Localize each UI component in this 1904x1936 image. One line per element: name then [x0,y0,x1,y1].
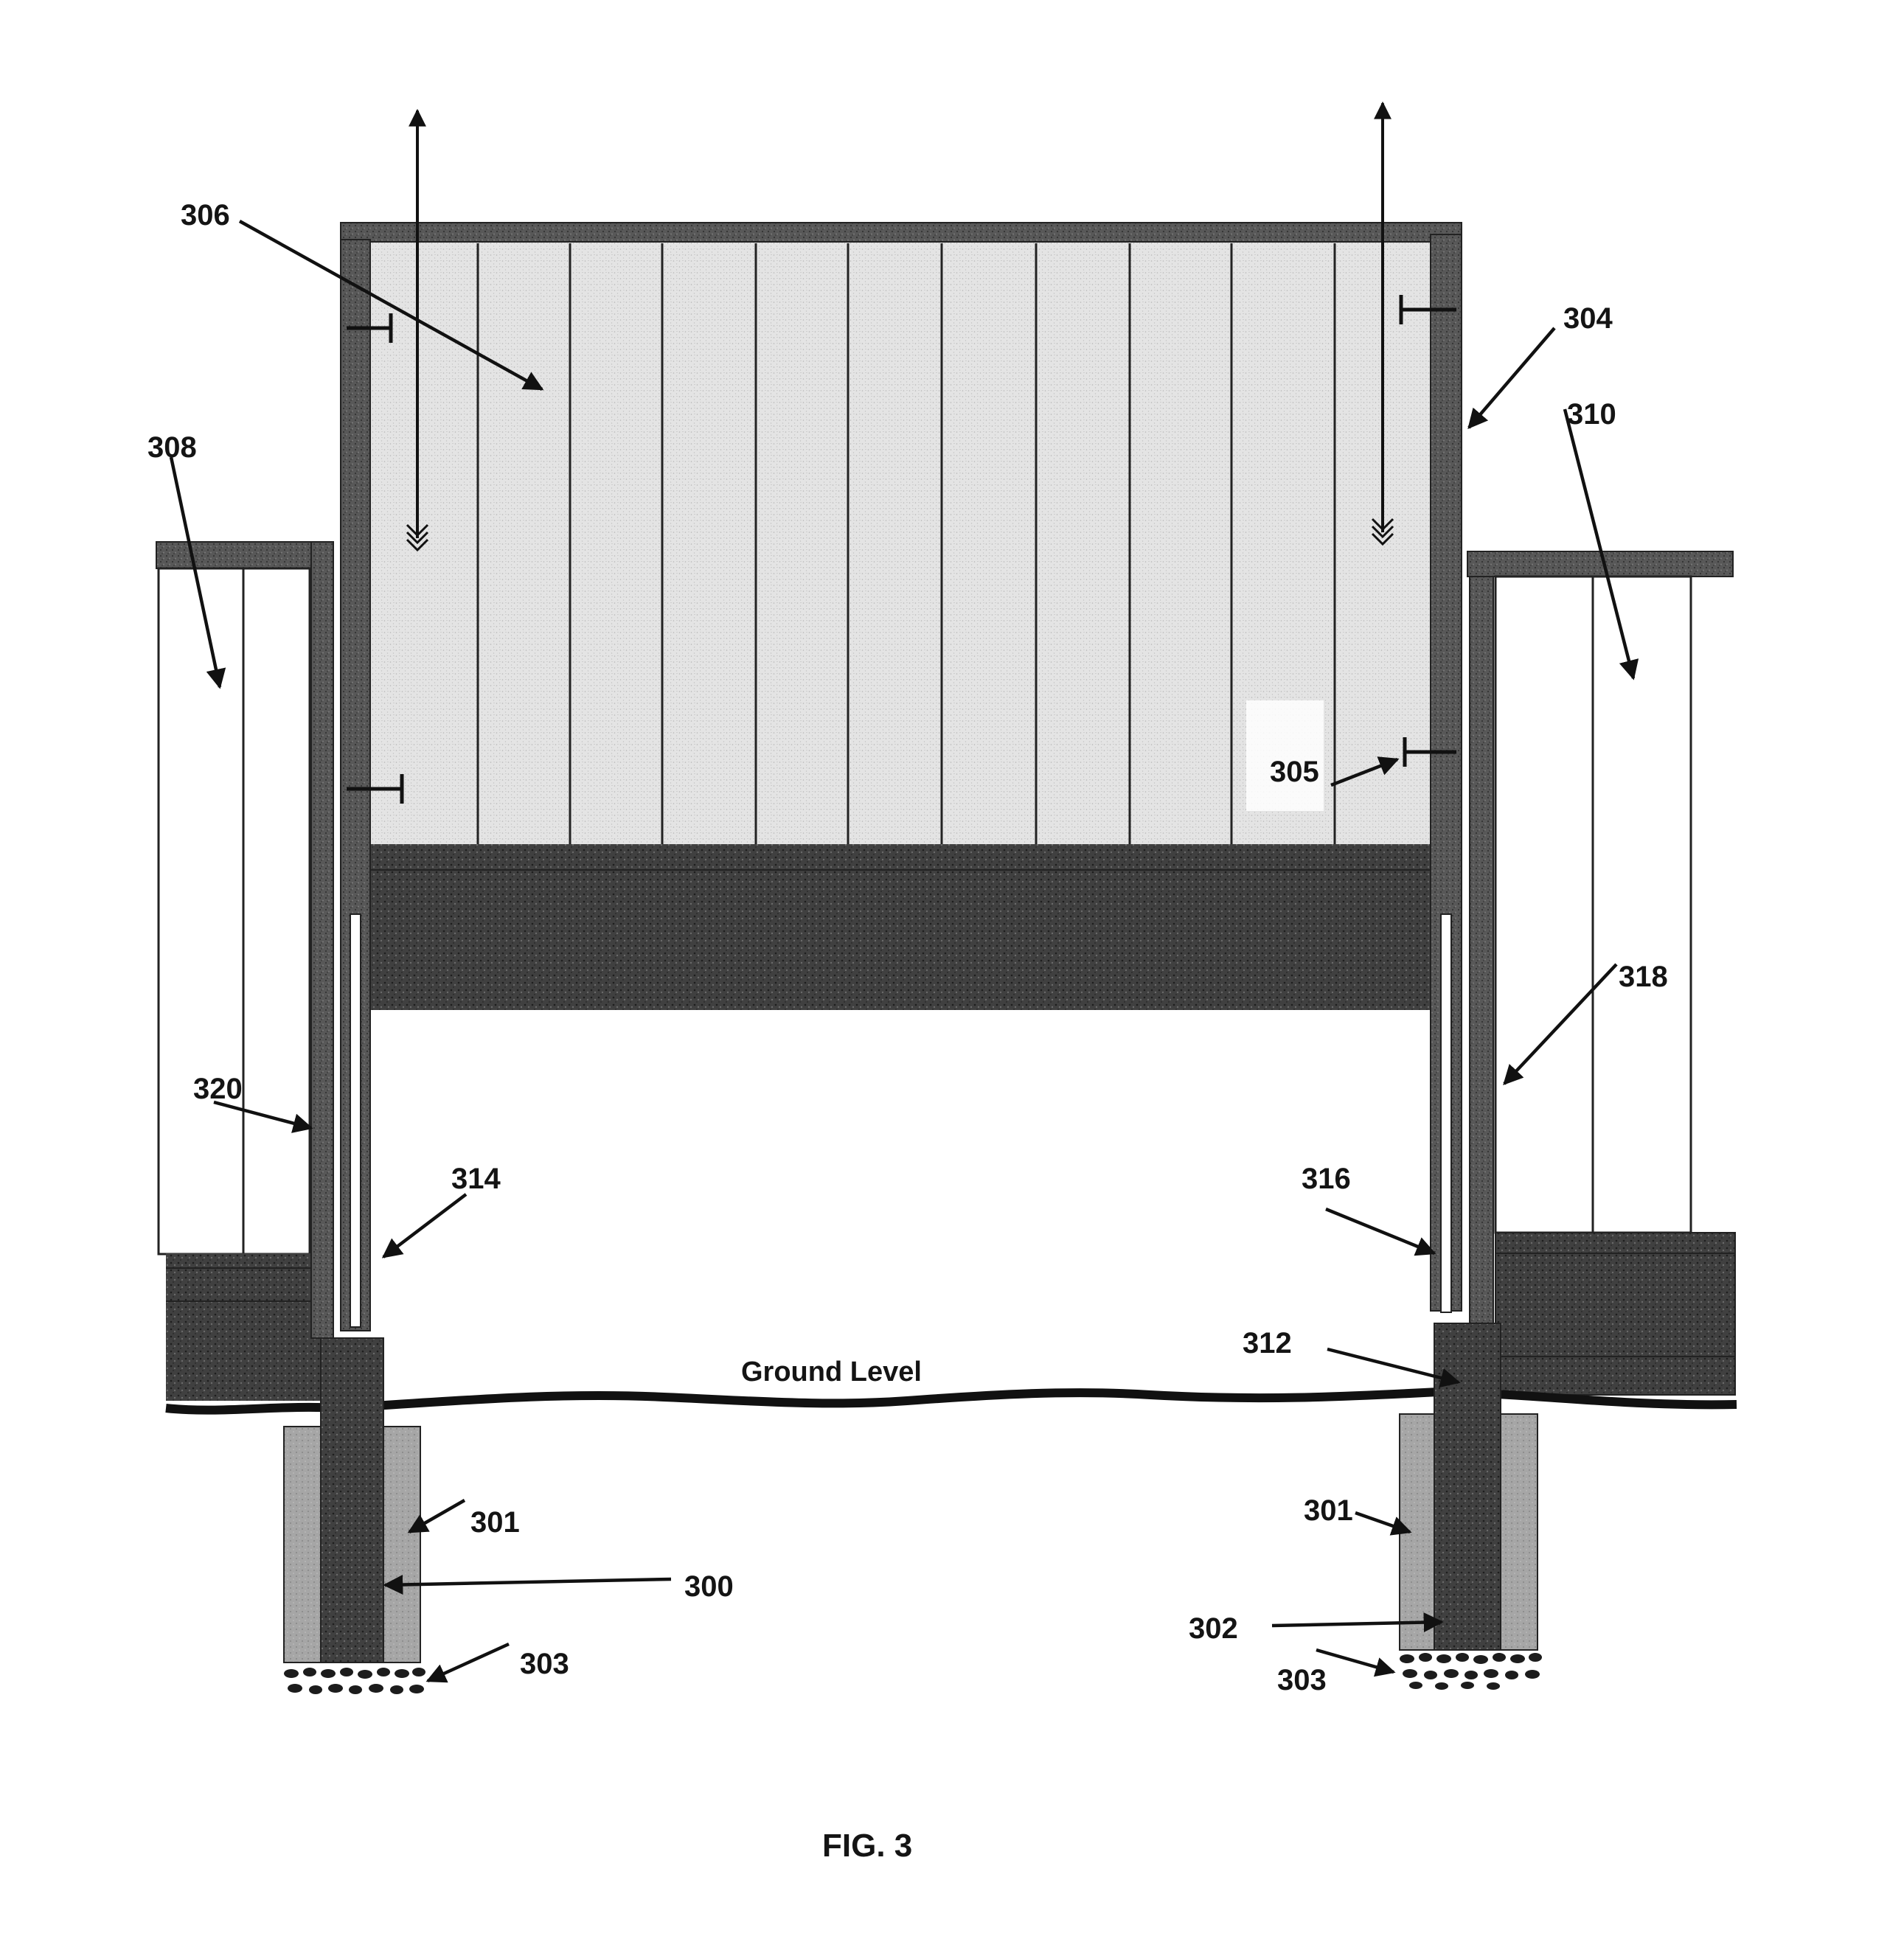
label-320: 320 [193,1073,243,1105]
left-section-308 [159,568,310,1254]
center-panel [341,223,1462,1010]
label-302: 302 [1189,1612,1238,1645]
left-footer [166,1253,321,1401]
right-top-rail [1467,551,1733,577]
figure-caption: FIG. 3 [822,1828,912,1864]
label-304: 304 [1563,302,1613,335]
left-post-320 [311,542,333,1338]
label-312: 312 [1243,1327,1292,1359]
label-318: 318 [1619,961,1668,993]
top-frame [341,223,1462,242]
right-post-318 [1470,577,1493,1325]
left-top-rail [156,542,333,568]
label-303-right: 303 [1277,1664,1327,1696]
label-303-left: 303 [520,1648,569,1680]
label-300: 300 [684,1570,734,1603]
right-footer [1495,1233,1735,1395]
panel-base-beam [361,844,1431,1010]
right-post-302 [1434,1323,1501,1650]
left-post-channel-314 [350,914,361,1327]
label-305: 305 [1270,756,1319,788]
left-post-300 [321,1338,383,1662]
label-314: 314 [451,1163,501,1195]
label-310: 310 [1567,398,1616,431]
right-side-section [1467,551,1735,1395]
label-301-right: 301 [1304,1494,1353,1527]
label-301-left: 301 [470,1506,520,1539]
label-308: 308 [147,431,197,464]
left-side-section [156,542,333,1401]
label-316: 316 [1302,1163,1351,1195]
label-306: 306 [181,199,230,231]
right-post-channel-316 [1441,914,1451,1312]
ground-level-label: Ground Level [741,1357,922,1387]
